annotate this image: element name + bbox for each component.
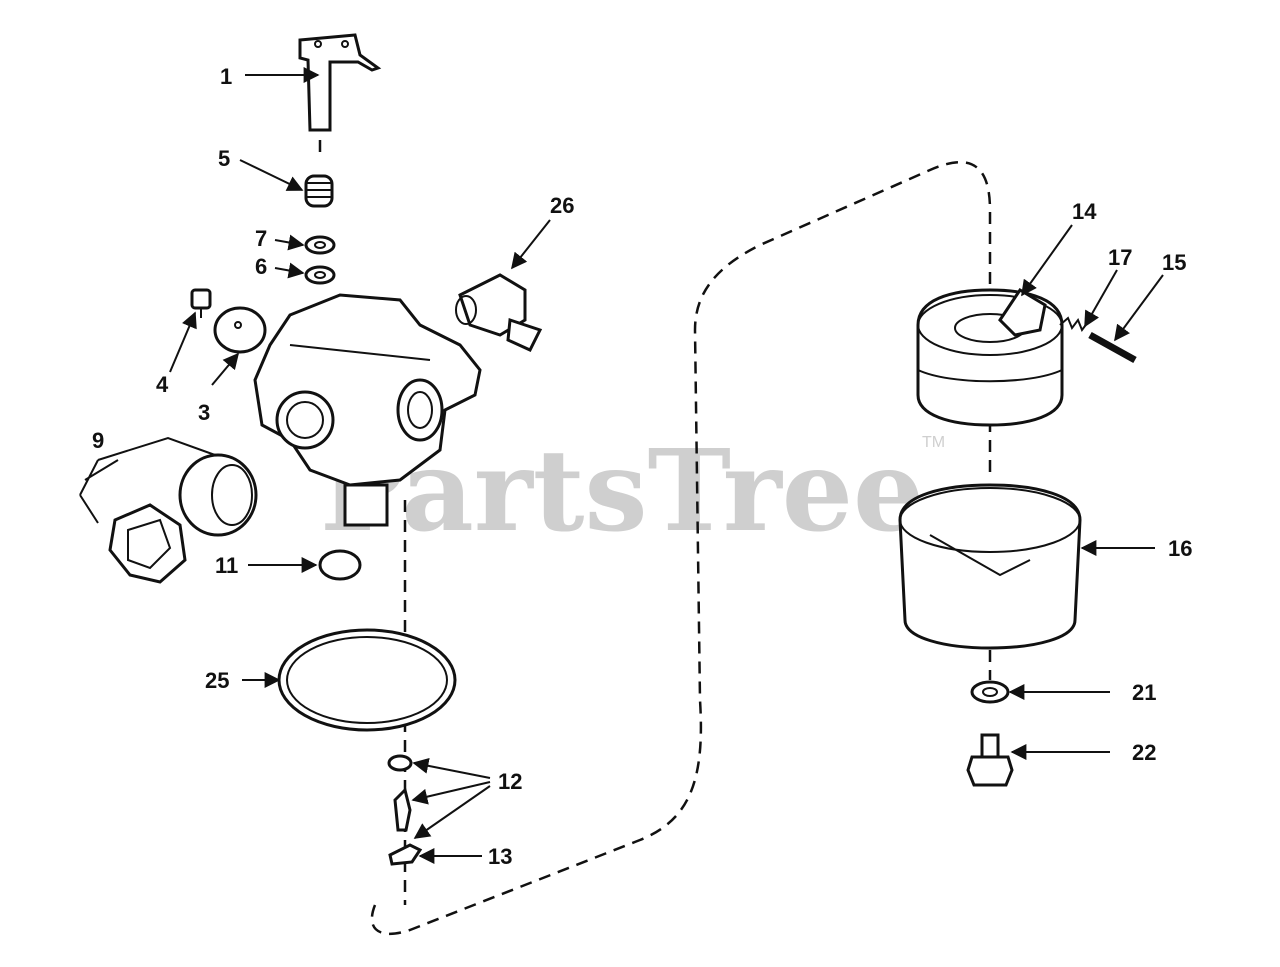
callout-17: 17 bbox=[1108, 245, 1132, 270]
part-16-bowl bbox=[898, 483, 1082, 650]
part-6-washer bbox=[304, 265, 336, 285]
callout-15: 15 bbox=[1162, 250, 1186, 275]
callout-11: 11 bbox=[215, 553, 238, 578]
callout-16: 16 bbox=[1168, 536, 1192, 561]
callout-labels: 1 5 26 7 6 4 3 9 11 25 12 13 14 17 15 16… bbox=[92, 64, 1192, 869]
callout-6: 6 bbox=[255, 254, 267, 279]
callout-3: 3 bbox=[198, 400, 210, 425]
callout-14: 14 bbox=[1072, 199, 1097, 224]
watermark-trademark: TM bbox=[922, 434, 945, 451]
callout-22: 22 bbox=[1132, 740, 1156, 765]
part-17-spring bbox=[1059, 316, 1089, 333]
part-25-oring bbox=[277, 628, 457, 732]
callout-21: 21 bbox=[1132, 680, 1156, 705]
part-13-clip bbox=[388, 843, 423, 866]
part-5-spring bbox=[304, 174, 334, 208]
callout-1: 1 bbox=[220, 64, 232, 89]
callout-9: 9 bbox=[92, 428, 104, 453]
callout-26: 26 bbox=[550, 193, 574, 218]
part-3-plate bbox=[213, 306, 267, 354]
part-11-disc bbox=[318, 549, 362, 581]
part-9-primer-assembly bbox=[108, 453, 258, 584]
part-12-needle bbox=[393, 787, 412, 832]
part-4-screw bbox=[190, 288, 212, 318]
callout-4: 4 bbox=[156, 372, 169, 397]
callout-13: 13 bbox=[488, 844, 512, 869]
part-15-pin bbox=[1088, 331, 1137, 364]
callout-25: 25 bbox=[205, 668, 229, 693]
part-14-float bbox=[916, 287, 1064, 427]
part-22-bolt bbox=[966, 733, 1014, 787]
callout-12: 12 bbox=[498, 769, 522, 794]
part-21-gasket bbox=[970, 680, 1010, 704]
part-7-washer bbox=[304, 235, 336, 255]
part-1-bracket bbox=[298, 33, 382, 132]
part-12-washer bbox=[387, 754, 413, 772]
callout-7: 7 bbox=[255, 226, 267, 251]
carburetor-body bbox=[253, 293, 482, 527]
part-26-fitting bbox=[455, 273, 543, 352]
callout-5: 5 bbox=[218, 146, 230, 171]
leader-lines bbox=[79, 67, 1164, 864]
